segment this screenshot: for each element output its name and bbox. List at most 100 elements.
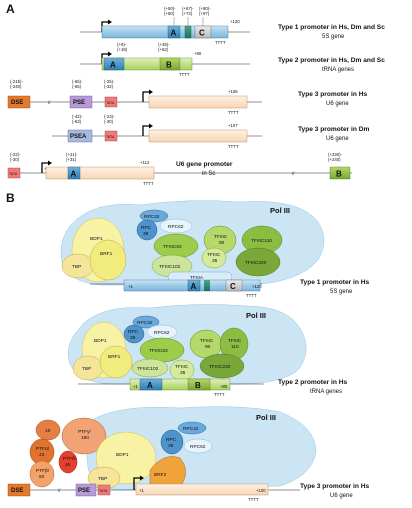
svg-text:+1: +1 <box>133 384 139 389</box>
svg-text:RPC: RPC <box>141 225 152 231</box>
svg-text:PTFβ/: PTFβ/ <box>36 468 50 474</box>
box-a-pos2: (+19) <box>117 47 128 52</box>
panel-a-row-u6-sc: // TATA (-22)- (-30) +1 A (+21)- (+31) +… <box>7 152 352 186</box>
gene-body <box>135 483 269 496</box>
rpc39 <box>160 429 184 455</box>
ie-pos2: (+72) <box>182 11 193 16</box>
svg-text:RPC32: RPC32 <box>137 320 153 326</box>
tata-box <box>7 167 21 179</box>
terminator: TTTT <box>143 181 154 186</box>
rpc32 <box>132 315 160 329</box>
svg-text:+120: +120 <box>252 284 262 289</box>
brf1 <box>99 345 133 379</box>
terminator: TTTT <box>228 110 239 115</box>
svg-text:PTFδ/: PTFδ/ <box>63 456 77 462</box>
tfiiic90 <box>189 329 223 359</box>
svg-text:PTFγ/: PTFγ/ <box>78 429 91 435</box>
row-title: Type 2 promoter in Hs, Dm and Sc <box>278 57 385 64</box>
svg-text:Type 1 promoter in Hs: Type 1 promoter in Hs <box>300 279 369 286</box>
tata-box <box>104 130 118 142</box>
box-a <box>103 57 125 71</box>
svg-text:BRF1: BRF1 <box>108 354 121 360</box>
brf1 <box>89 239 127 281</box>
break-icon: // <box>48 100 51 105</box>
box-a-pos1: (+50)- <box>164 6 176 11</box>
box-a <box>187 279 201 292</box>
svg-text:TFIIIC220: TFIIIC220 <box>245 260 267 266</box>
svg-text:TFIIIA: TFIIIA <box>190 275 204 281</box>
pse-pos1: (-66)- <box>72 79 83 84</box>
terminator: TTTT <box>215 40 226 45</box>
gene-end: +112 <box>140 160 150 165</box>
box-b-pos2: (+62) <box>158 47 169 52</box>
svg-text:TFIIIC: TFIIIC <box>214 234 228 240</box>
svg-text:90: 90 <box>219 240 225 246</box>
box-a-label: A <box>171 29 177 38</box>
gene-end: +120 <box>230 19 240 24</box>
svg-text:TTTT: TTTT <box>248 497 259 502</box>
ptf-gamma <box>61 417 107 455</box>
svg-text:BDP1: BDP1 <box>90 236 103 242</box>
svg-text:A: A <box>147 381 153 390</box>
box-c-pos1: (+80)- <box>199 6 211 11</box>
tfiiic35 <box>169 359 195 381</box>
tata-pos1: (-25)- <box>104 79 115 84</box>
panel-a-label: A <box>6 2 15 16</box>
row-title: Type 3 promoter in Dm <box>298 126 369 133</box>
break-icon: // <box>58 488 61 493</box>
svg-text:90: 90 <box>205 344 211 350</box>
break-icon: // <box>292 171 295 176</box>
snapc19 <box>35 419 61 441</box>
dse-box <box>7 483 31 497</box>
pol3-label: Pol III <box>270 206 290 215</box>
svg-text:TTTT: TTTT <box>246 293 257 298</box>
psea-pos2: (-63) <box>72 119 82 124</box>
tfiiic35 <box>201 247 227 269</box>
tata-pos2: (-30) <box>104 119 114 124</box>
rpc32 <box>139 209 169 223</box>
svg-text:TFIIIC220: TFIIIC220 <box>209 364 231 370</box>
svg-text:+1: +1 <box>139 488 145 493</box>
svg-text:TATA: TATA <box>99 489 108 493</box>
panel-a-row-type2: +1 A B (+8)- (+19) (+45)- (+62) +80 TTTT… <box>80 42 385 77</box>
tata-pos2: (-32) <box>104 84 114 89</box>
box-a-pos1: (+8)- <box>117 42 127 47</box>
box-c <box>225 279 243 292</box>
svg-text:Type 3 promoter in Hs: Type 3 promoter in Hs <box>300 483 369 490</box>
row-title: U6 gene promoter <box>176 161 233 168</box>
svg-text:35: 35 <box>180 370 186 376</box>
tata-pos1: (-23)- <box>104 114 115 119</box>
panel-a-row-type3-dm: PSEA TATA (-42)- (-63) (-23)- (-30) +1 +… <box>52 114 369 149</box>
svg-text:TFIIIC110: TFIIIC110 <box>251 238 272 244</box>
pse-box <box>75 483 97 497</box>
dse-box <box>7 95 31 109</box>
svg-text:35: 35 <box>212 258 218 264</box>
svg-text:C: C <box>230 282 236 291</box>
intermediate-element <box>184 25 192 39</box>
box-b-pos2: (+240) <box>328 157 341 162</box>
gene-body <box>148 129 248 143</box>
svg-text:TTTT: TTTT <box>214 392 225 397</box>
svg-text:39: 39 <box>168 443 174 449</box>
brf2 <box>149 456 186 487</box>
row-subtitle: in Sc <box>202 171 215 177</box>
panel-b-label: B <box>6 191 15 205</box>
tfiiic220 <box>235 247 281 277</box>
rpc39 <box>123 324 145 344</box>
rpc62 <box>159 218 193 234</box>
ie-pos1: (+67)- <box>182 6 194 11</box>
tss-arrow-icon <box>41 162 48 173</box>
tata-label: TATA <box>106 135 115 139</box>
tata-pos1: (-22)- <box>10 152 21 157</box>
box-c-pos2: (+97) <box>199 11 210 16</box>
pol3-label: Pol III <box>256 413 276 422</box>
gene-end: +106 <box>228 89 238 94</box>
row-subtitle: tRNA genes <box>322 67 354 73</box>
svg-text:DSE: DSE <box>11 488 23 494</box>
svg-text:TFIIIC63: TFIIIC63 <box>149 348 168 354</box>
ptf-beta <box>29 460 55 488</box>
panel-a-row-type3-hs: // DSE PSE TATA (-215)- (-240) (-66)- (-… <box>7 79 367 115</box>
box-b-pos1: (+230)- <box>328 152 343 157</box>
